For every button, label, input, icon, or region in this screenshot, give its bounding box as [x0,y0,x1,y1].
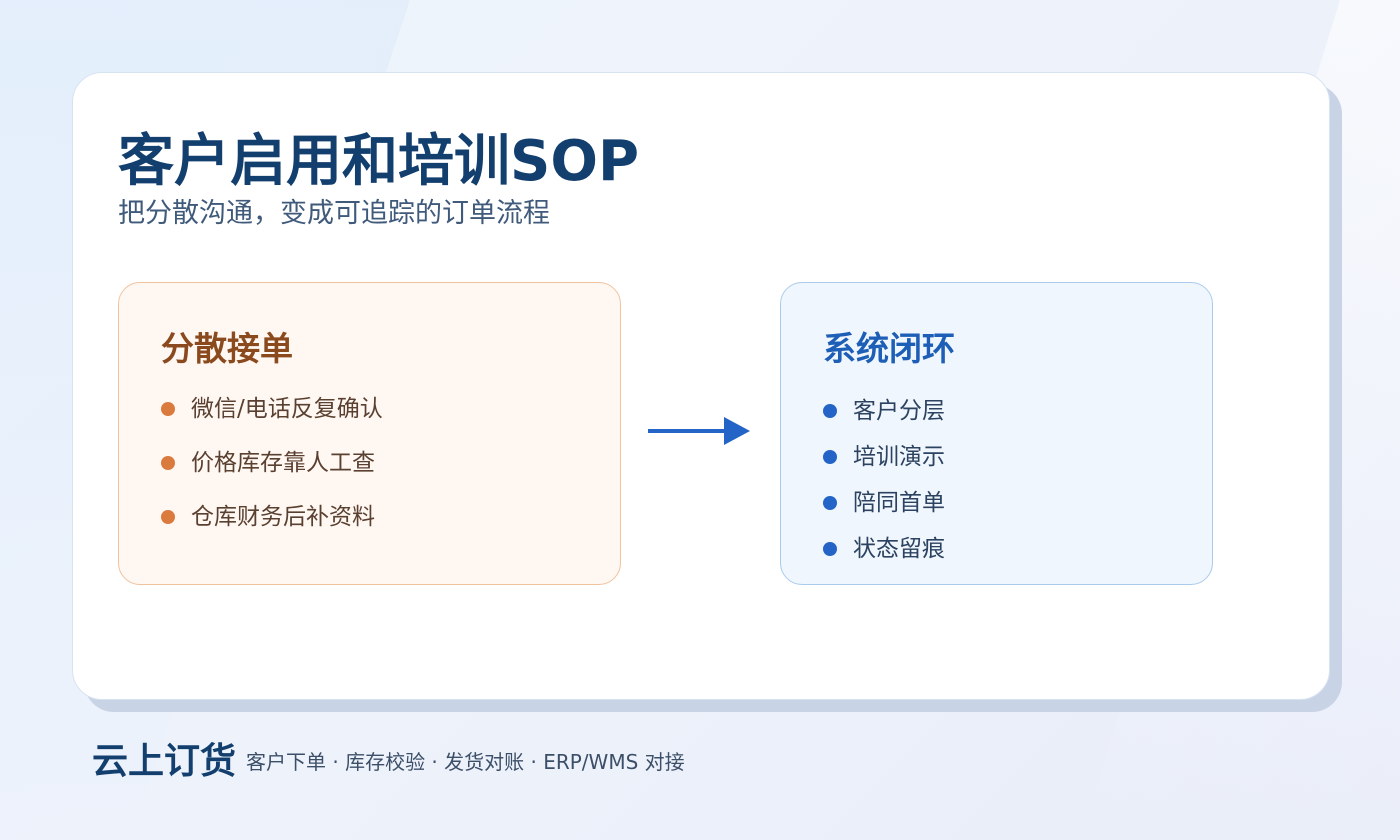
brand-name: 云上订货 [92,741,237,782]
list-item: 培训演示 [823,439,945,485]
list-item-text: 仓库财务后补资料 [191,504,375,530]
list-item: 陪同首单 [823,485,945,531]
bullet-dot-icon [823,404,837,418]
list-item: 微信/电话反复确认 [161,391,383,445]
arrow-right-icon [648,417,750,445]
scattered-orders-list: 微信/电话反复确认 价格库存靠人工查 仓库财务后补资料 [161,391,383,553]
bullet-dot-icon [161,456,175,470]
list-item-text: 陪同首单 [853,490,945,516]
bullet-dot-icon [161,402,175,416]
bullet-dot-icon [823,496,837,510]
slide-subtitle: 把分散沟通，变成可追踪的订单流程 [118,198,550,229]
panel-scattered-orders: 分散接单 微信/电话反复确认 价格库存靠人工查 仓库财务后补资料 [118,282,621,585]
bullet-dot-icon [823,542,837,556]
list-item: 价格库存靠人工查 [161,445,383,499]
panel-title-system-loop: 系统闭环 [823,329,955,368]
list-item-text: 价格库存靠人工查 [191,450,375,476]
bullet-dot-icon [161,510,175,524]
list-item: 客户分层 [823,393,945,439]
list-item-text: 状态留痕 [853,536,945,562]
slide-title: 客户启用和培训SOP [118,129,639,194]
system-loop-list: 客户分层 培训演示 陪同首单 状态留痕 [823,393,945,577]
brand-tagline: 客户下单 · 库存校验 · 发货对账 · ERP/WMS 对接 [246,750,685,774]
list-item-text: 客户分层 [853,398,945,424]
list-item: 状态留痕 [823,531,945,577]
list-item-text: 培训演示 [853,444,945,470]
list-item-text: 微信/电话反复确认 [191,396,383,422]
panel-system-loop: 系统闭环 客户分层 培训演示 陪同首单 状态留痕 [780,282,1213,585]
bullet-dot-icon [823,450,837,464]
panel-title-scattered-orders: 分散接单 [161,329,293,368]
list-item: 仓库财务后补资料 [161,499,383,553]
